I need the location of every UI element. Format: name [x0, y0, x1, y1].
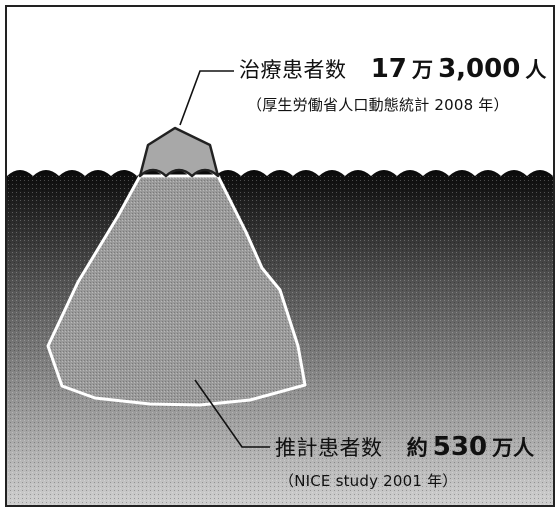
- treated-label-text: 治療患者数: [239, 58, 347, 82]
- estimated-count-number: 530: [432, 432, 488, 462]
- estimated-label-text: 推計患者数: [275, 436, 383, 460]
- estimated-count-unit: 万人: [492, 436, 535, 460]
- treated-patients-label: 治療患者数 17 万 3,000 人: [239, 54, 546, 84]
- iceberg-submerged: [46, 174, 307, 407]
- treated-count-unit-man: 万: [411, 58, 433, 82]
- treated-source: （厚生労働省人口動態統計 2008 年）: [247, 96, 509, 114]
- estimated-source: （NICE study 2001 年）: [279, 472, 458, 490]
- treated-count-number-2: 3,000: [438, 54, 521, 84]
- treated-count-unit-nin: 人: [525, 58, 547, 82]
- estimated-prefix: 約: [406, 436, 428, 460]
- treated-count-number: 17: [370, 54, 407, 84]
- estimated-patients-label: 推計患者数 約 530 万人: [275, 432, 534, 462]
- iceberg-tip-waves: [139, 169, 219, 178]
- top-leader-line: [179, 70, 234, 126]
- bottom-leader-line: [194, 379, 270, 448]
